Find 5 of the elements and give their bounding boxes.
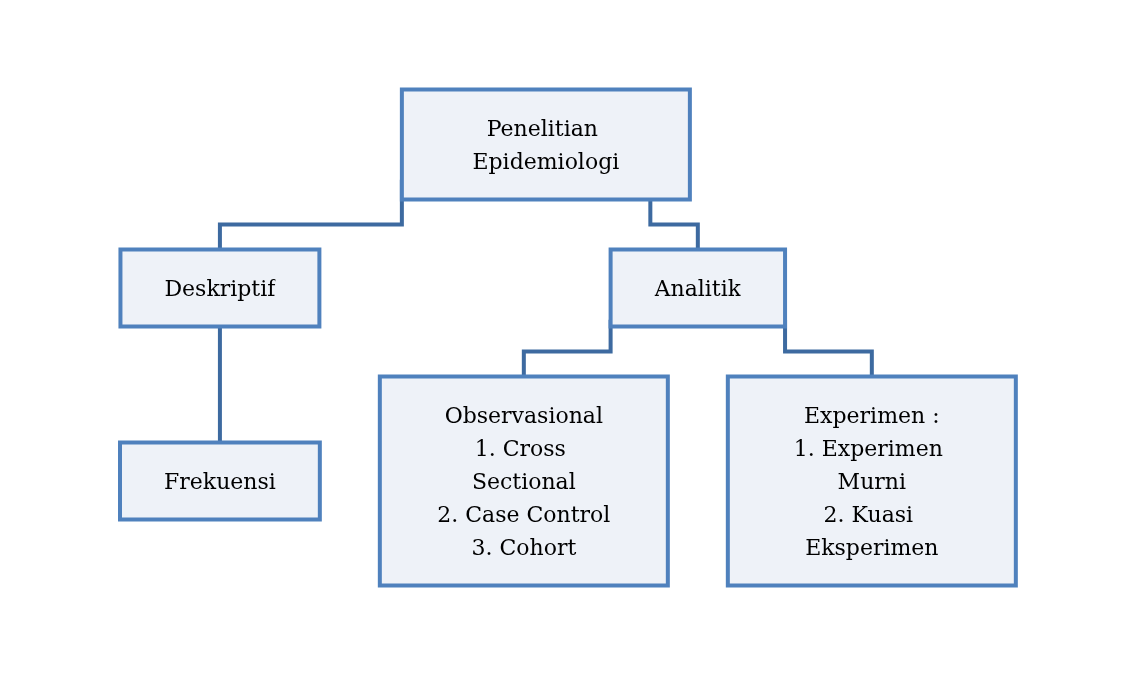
node-box: Analitik (608, 247, 788, 329)
node-box: Observasional 1. Cross Sectional 2. Case Control 3. Cohort (377, 374, 670, 588)
node-box: Penelitian Epidemiologi (399, 87, 692, 202)
node-box: Frekuensi (118, 440, 322, 522)
node-box: Experimen : 1. Experimen Murni 2. Kuasi Eksperimen (725, 374, 1018, 588)
